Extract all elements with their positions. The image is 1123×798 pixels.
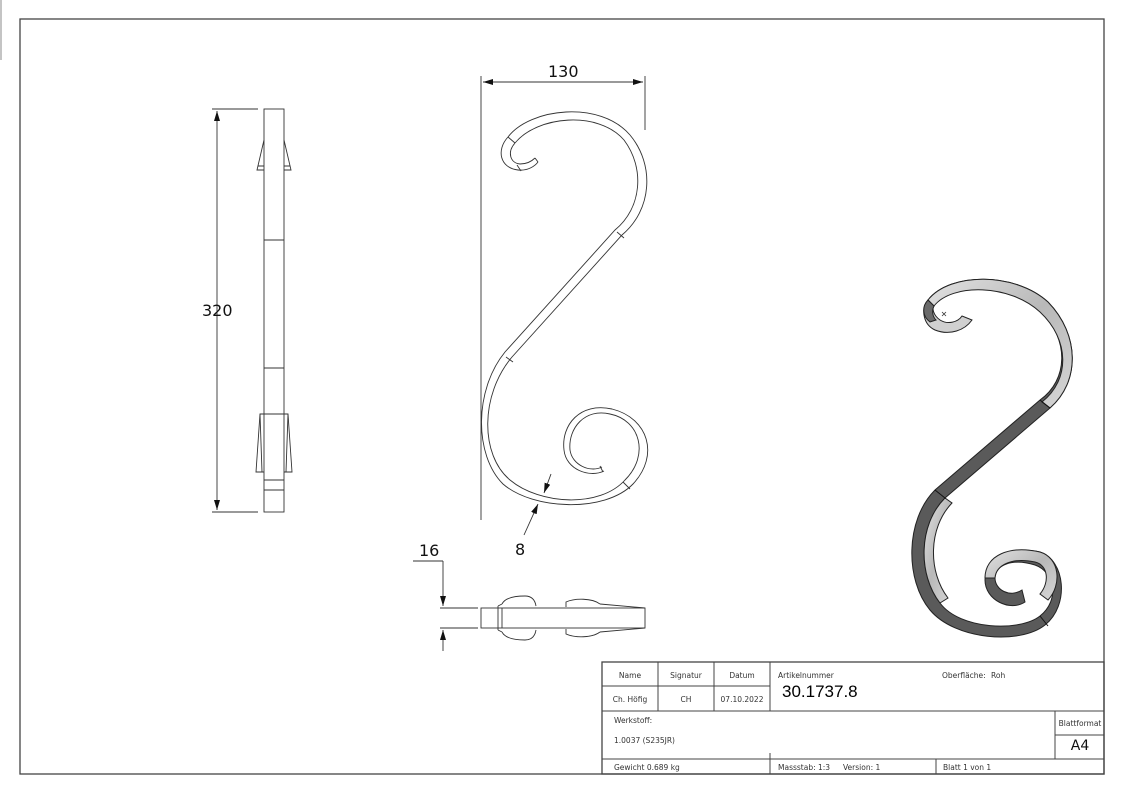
version-value: Version: 1 <box>843 763 881 772</box>
bar-width-dimension-label: 8 <box>515 540 526 559</box>
scale-value: Massstab: 1:3 <box>778 763 831 772</box>
drawing-frame <box>19 18 1105 775</box>
height-dimension-label: 320 <box>202 301 233 320</box>
weight-value: Gewicht 0.689 kg <box>614 763 680 772</box>
title-block-lines <box>601 661 1105 775</box>
signature-value: CH <box>680 695 692 704</box>
sheet-number-value: Blatt 1 von 1 <box>943 763 992 772</box>
surface-label: Oberfläche: <box>942 671 986 680</box>
name-header: Name <box>618 671 642 680</box>
front-view <box>480 76 649 536</box>
article-number-value: 30.1737.8 <box>782 682 858 701</box>
side-view <box>212 108 293 513</box>
isometric-view <box>911 278 1073 638</box>
material-value: 1.0037 (S235JR) <box>614 736 675 745</box>
bar-depth-dimension-label: 16 <box>419 541 440 560</box>
sheet-format-label: Blattformat <box>1058 719 1102 728</box>
sheet-format-value: A4 <box>1070 738 1090 754</box>
date-header: Datum <box>729 671 755 680</box>
top-view <box>413 560 646 651</box>
article-number-label: Artikelnummer <box>778 671 834 680</box>
date-value: 07.10.2022 <box>720 695 764 704</box>
surface-value: Roh <box>991 671 1006 680</box>
width-dimension-label: 130 <box>548 62 579 81</box>
signature-header: Signatur <box>670 671 702 680</box>
material-label: Werkstoff: <box>614 716 653 725</box>
name-value: Ch. Höfig <box>612 695 648 704</box>
